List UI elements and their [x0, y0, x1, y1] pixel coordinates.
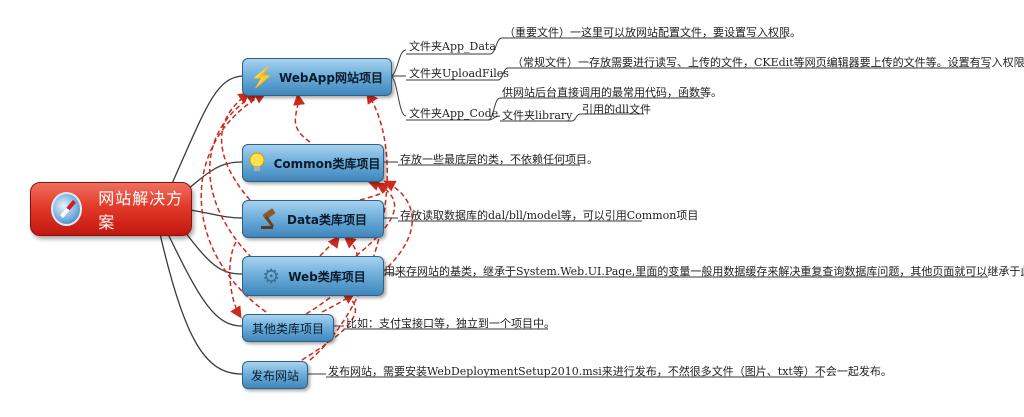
- node-web[interactable]: ⚙ Web类库项目: [242, 256, 384, 296]
- node-data-label: Data类库项目: [287, 212, 367, 227]
- branch-publish: [159, 233, 243, 375]
- gavel-icon: [259, 208, 281, 230]
- arrow-data-to-other: [229, 241, 242, 319]
- branch-web: [181, 227, 243, 275]
- arrow-web-to-data: [319, 235, 340, 257]
- branch-other: [167, 233, 243, 327]
- data-note: 存放读取数据库的dal/bll/model等，可以引用Common项目: [400, 209, 699, 222]
- folder-app-data-label: 文件夹App_Data: [409, 40, 496, 53]
- folder-app-code-label: 文件夹App_Code: [409, 107, 499, 120]
- arrow-common-to-webapp: [293, 93, 311, 143]
- compass-icon: [51, 192, 83, 226]
- folder-app-code-note: 供网站后台直接调用的最常用代码，函数等。: [502, 86, 722, 99]
- arrow-publish-to-web: [301, 292, 357, 361]
- node-webapp-label: WebApp网站项目: [278, 70, 383, 85]
- arrow-other-to-webapp: [200, 92, 267, 313]
- gears-icon: ⚙: [262, 264, 281, 288]
- web-note: 用来存网站的基类，继承于System.Web.UI.Page,里面的变量一般用数…: [384, 265, 1024, 278]
- arrow-data-to-webapp: [220, 92, 251, 201]
- folder-library-label: 文件夹library: [502, 109, 573, 122]
- node-publish[interactable]: 发布网站: [242, 361, 308, 389]
- branch-data: [189, 209, 243, 219]
- root-node[interactable]: 网站解决方案: [30, 182, 192, 236]
- lightbulb-icon: [246, 152, 268, 174]
- folder-app-data-note: （重要文件）一这里可以放网站配置文件，要设置写入权限。: [504, 26, 801, 39]
- arrow-web-to-webapp: [209, 92, 259, 259]
- folder-upload-label: 文件夹UploadFiles: [409, 67, 509, 80]
- node-webapp[interactable]: ⚡ WebApp网站项目: [242, 58, 392, 96]
- root-label: 网站解决方案: [98, 189, 184, 232]
- other-note: 比如：支付宝接口等，独立到一个项目中。: [346, 317, 555, 330]
- branch-webapp: [169, 75, 243, 189]
- node-data[interactable]: Data类库项目: [242, 200, 384, 238]
- detail-connectors: [306, 37, 990, 378]
- common-note: 存放一些最底层的类，不依赖任何项目。: [400, 153, 598, 166]
- lightning-icon: ⚡: [249, 65, 275, 89]
- arrow-data-to-common: [359, 179, 386, 201]
- node-other-label: 其他类库项目: [251, 321, 324, 336]
- publish-note: 发布网站，需要安装WebDeploymentSetup2010.msi来进行发布…: [328, 365, 892, 378]
- node-web-label: Web类库项目: [288, 269, 366, 284]
- node-common[interactable]: Common类库项目: [242, 144, 384, 182]
- folder-library-note: 引用的dll文件: [582, 103, 652, 116]
- node-other[interactable]: 其他类库项目: [242, 314, 334, 342]
- arrow-publish-to-webapp: [309, 91, 388, 361]
- node-publish-label: 发布网站: [250, 368, 299, 383]
- folder-upload-note: （常规文件）一存放需要进行读写、上传的文件，CKEdit等网页编辑器要上传的文件…: [512, 56, 1024, 69]
- node-common-label: Common类库项目: [273, 156, 381, 171]
